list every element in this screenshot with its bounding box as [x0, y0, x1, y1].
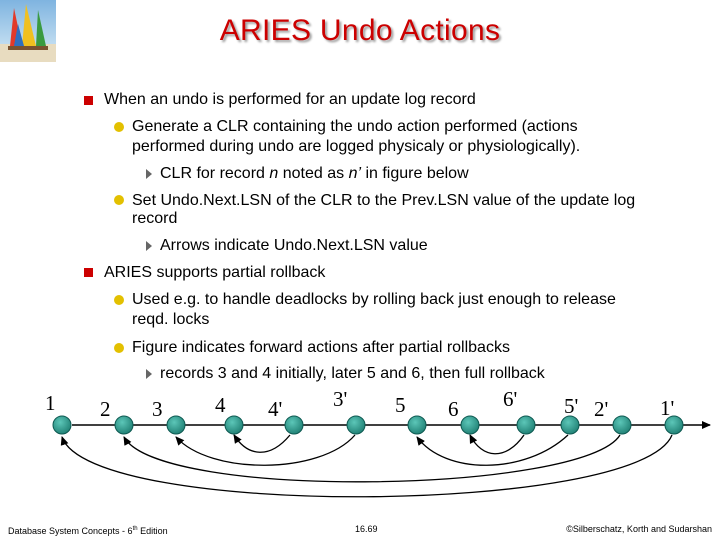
footer-copyright: ©Silberschatz, Korth and Sudarshan [566, 524, 712, 534]
log-label-1p: 1' [660, 396, 674, 420]
slide-title: ARIES Undo Actions [219, 14, 501, 47]
bullet-deadlocks: Used e.g. to handle deadlocks by rolling… [132, 291, 616, 308]
log-label-4: 4 [215, 393, 226, 417]
circle-bullet-icon [114, 122, 124, 132]
log-label-3p: 3' [333, 387, 347, 411]
bullet-records: records 3 and 4 initially, later 5 and 6… [160, 365, 545, 382]
log-record-1 [52, 415, 72, 435]
log-label-4p: 4' [268, 397, 282, 421]
log-record-5 [407, 415, 427, 435]
log-record-2 [114, 415, 134, 435]
bullet-clr-note: CLR for record n noted as n’ in figure b… [160, 165, 469, 182]
log-label-3: 3 [152, 397, 163, 421]
bullet-generate-clr-cont: performed during undo are logged physica… [132, 138, 581, 155]
log-record-5p [560, 415, 580, 435]
undonext-arrow-3p [175, 434, 356, 466]
bullet-set-undonext-cont: record [132, 210, 178, 227]
triangle-bullet-icon [146, 169, 152, 179]
bullet-partial-rollback: ARIES supports partial rollback [104, 264, 326, 281]
undonext-arrow-4p [233, 434, 291, 453]
log-label-2p: 2' [594, 397, 608, 421]
triangle-bullet-icon [146, 369, 152, 379]
log-label-5: 5 [395, 393, 406, 417]
log-record-4p [284, 415, 304, 435]
undonext-arrow-1p [60, 434, 673, 498]
log-label-1: 1 [45, 391, 56, 415]
bullet-set-undonext: Set Undo.Next.LSN of the CLR to the Prev… [132, 192, 636, 209]
log-rollback-diagram: 1 2 3 4 4' 3' 5 6 6' 5' 2' 1' [45, 387, 711, 498]
square-bullet-icon [84, 268, 93, 277]
bullet-generate-clr: Generate a CLR containing the undo actio… [132, 118, 578, 135]
log-record-2p [612, 415, 632, 435]
log-record-3p [346, 415, 366, 435]
circle-bullet-icon [114, 295, 124, 305]
log-record-6p [516, 415, 536, 435]
circle-bullet-icon [114, 195, 124, 205]
bullet-undo-update: When an undo is performed for an update … [104, 91, 476, 108]
log-record-3 [166, 415, 186, 435]
log-record-1p [664, 415, 684, 435]
circle-bullet-icon [114, 343, 124, 353]
bullet-arrows: Arrows indicate Undo.Next.LSN value [160, 237, 428, 254]
bullet-figure: Figure indicates forward actions after p… [132, 339, 510, 356]
log-label-6p: 6' [503, 387, 517, 411]
triangle-bullet-icon [146, 241, 152, 251]
bullet-list: When an undo is performed for an update … [84, 91, 636, 382]
sailboat-logo-icon [0, 0, 56, 62]
log-record-6 [460, 415, 480, 435]
footer-book-title: Database System Concepts - 6th Edition [8, 526, 168, 536]
undonext-arrow-6p [469, 434, 525, 455]
log-label-5p: 5' [564, 394, 578, 418]
bullet-deadlocks-cont: reqd. locks [132, 311, 210, 328]
log-record-4 [224, 415, 244, 435]
undonext-arrow-2p [123, 434, 621, 483]
footer-page-number: 16.69 [355, 524, 378, 534]
log-label-2: 2 [100, 397, 111, 421]
square-bullet-icon [84, 96, 93, 105]
undonext-arrow-5p [416, 434, 569, 466]
log-label-6: 6 [448, 397, 459, 421]
